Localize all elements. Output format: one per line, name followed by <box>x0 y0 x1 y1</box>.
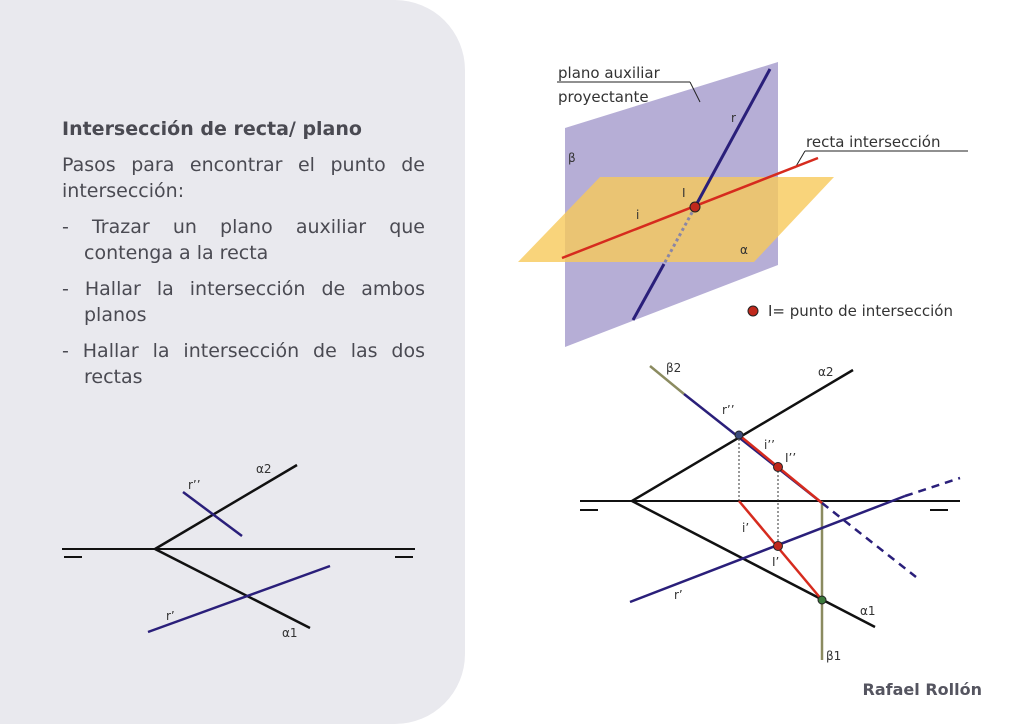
line-r-upper <box>693 68 772 208</box>
alpha-label: α <box>740 243 748 257</box>
point-i2-start <box>734 430 744 440</box>
r2-line <box>182 490 243 538</box>
r1-label: r’ <box>674 588 683 602</box>
beta2-trace <box>649 365 685 395</box>
r2-label: r’’ <box>722 403 735 417</box>
aux-label-leader-2 <box>689 81 701 103</box>
alpha1-label: α1 <box>282 626 298 640</box>
r2-label: r’’ <box>188 478 201 492</box>
point-I2 <box>773 462 783 472</box>
small-diagram: α2 r’’ r’ α1 <box>62 462 415 640</box>
step-1: - Trazar un plano auxiliar que contenga … <box>62 216 425 264</box>
aux-plane-label-2: proyectante <box>558 88 649 106</box>
point-i1-end <box>817 595 827 605</box>
horizontal-plane <box>518 177 834 262</box>
I1-label: I’ <box>772 555 779 569</box>
i-label: i <box>636 208 639 222</box>
step-3: - Hallar la intersección de las dos rect… <box>62 340 425 388</box>
beta2-label: β2 <box>666 361 681 375</box>
r1-label: r’ <box>166 609 175 623</box>
r1-line-dashed <box>904 476 961 498</box>
intersection-point <box>689 201 701 213</box>
step-2: - Hallar la intersección de ambos planos <box>62 278 425 326</box>
beta1-label: β1 <box>826 649 841 663</box>
left-panel <box>0 0 465 724</box>
legend-text: I= punto de intersección <box>768 302 953 320</box>
page-title: Intersección de recta/ plano <box>62 118 362 140</box>
intro-text: Pasos para encontrar el punto de interse… <box>62 154 425 202</box>
r2-line-dashed <box>821 502 917 578</box>
legend-point-icon <box>747 305 759 317</box>
point-I1 <box>773 541 783 551</box>
alpha1-label: α1 <box>860 604 876 618</box>
text-block: Intersección de recta/ plano Pasos para … <box>62 118 425 400</box>
i1-line <box>738 500 823 601</box>
aux-plane-label-1: plano auxiliar <box>558 64 661 82</box>
r1-line <box>147 564 331 634</box>
line-r-hidden <box>662 206 697 265</box>
alpha1-trace <box>154 547 311 630</box>
alpha2-label: α2 <box>818 365 834 379</box>
r1-line-solid <box>629 494 906 604</box>
author-name: Rafael Rollón <box>862 680 982 699</box>
ortho-diagram: β2 α2 r’’ i’’ I’’ i’ I’ r’ α1 β1 <box>580 361 961 663</box>
alpha2-label: α2 <box>256 462 272 476</box>
r-label: r <box>731 111 736 125</box>
iso-diagram: plano auxiliar proyectante recta interse… <box>518 62 968 347</box>
beta-label: β <box>568 151 576 165</box>
intersection-line-label: recta intersección <box>806 133 941 151</box>
I-label: I <box>682 186 686 200</box>
I2-label: I’’ <box>785 451 796 465</box>
alpha1-trace <box>631 499 876 629</box>
alpha2-trace <box>154 463 298 551</box>
i1-label: i’ <box>742 521 749 535</box>
line-r-lower <box>631 263 666 321</box>
i2-label: i’’ <box>764 438 775 452</box>
